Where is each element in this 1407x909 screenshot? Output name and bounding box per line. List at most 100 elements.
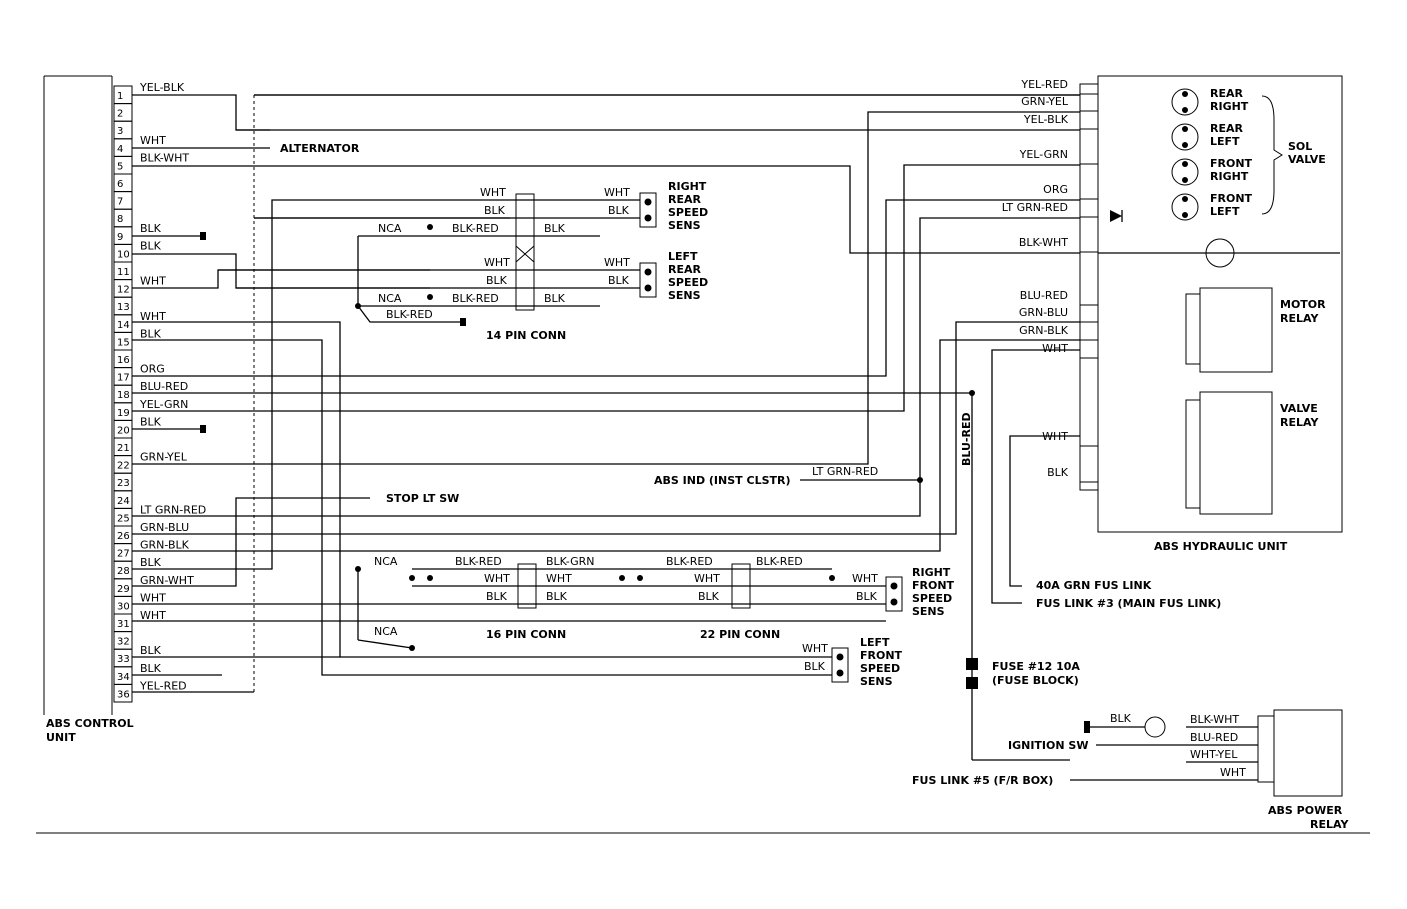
ecu-title-line1: ABS CONTROL	[46, 717, 134, 730]
rear-lower-wht: WHT	[484, 256, 510, 269]
front-r3-a: BLK	[486, 590, 508, 603]
pin-number: 27	[117, 549, 130, 560]
front-r3-d: BLK	[856, 590, 878, 603]
pin-number: 21	[117, 443, 130, 454]
hydraulic-wire-label: BLK	[1047, 466, 1069, 479]
ecu-wire-label: BLK	[140, 556, 162, 569]
hydraulic-wire-label: YEL-GRN	[1019, 148, 1068, 161]
hydraulic-wire-label: YEL-BLK	[1023, 113, 1069, 126]
hydraulic-wire-label: GRN-BLK	[1019, 324, 1069, 337]
lr-sensor-l4: SENS	[668, 289, 701, 302]
ecu-wire-label: BLK	[140, 415, 162, 428]
ecu-wire-label: BLK	[140, 644, 162, 657]
rf-sensor-l2: FRONT	[912, 579, 955, 592]
valve-relay-2: RELAY	[1280, 416, 1319, 429]
rr-sensor-l1: RIGHT	[668, 180, 707, 193]
power-relay-ground-wire: BLK	[1110, 712, 1132, 725]
rr-sensor-l2: REAR	[668, 193, 701, 206]
front-r3-c: BLK	[698, 590, 720, 603]
ecu-wire-label: LT GRN-RED	[140, 503, 206, 516]
front-r2-a: WHT	[484, 572, 510, 585]
power-relay-title-2: RELAY	[1310, 818, 1349, 831]
pin-number: 2	[117, 109, 123, 120]
rear-upper-wht2: WHT	[604, 186, 630, 199]
alternator-label: ALTERNATOR	[280, 142, 360, 155]
pin-number: 32	[117, 637, 130, 648]
ecu-wire-label: ORG	[140, 363, 165, 376]
pin-number: 18	[117, 390, 130, 401]
hydraulic-wire-label: GRN-YEL	[1021, 95, 1069, 108]
fus-link-40a-label: 40A GRN FUS LINK	[1036, 579, 1152, 592]
rf-sensor-l3: SPEED	[912, 592, 952, 605]
front-r1-c: BLK-RED	[666, 555, 713, 568]
pin16-conn-label: 16 PIN CONN	[486, 628, 566, 641]
pin-number: 5	[117, 161, 123, 172]
front-r1-d: BLK-RED	[756, 555, 803, 568]
pin-number: 23	[117, 478, 130, 489]
pin-number: 26	[117, 531, 130, 542]
motor-relay-1: MOTOR	[1280, 298, 1326, 311]
stop-lt-sw-label: STOP LT SW	[386, 492, 459, 505]
fus-link-3-label: FUS LINK #3 (MAIN FUS LINK)	[1036, 597, 1221, 610]
motor-relay-2: RELAY	[1280, 312, 1319, 325]
ecu-wire-label: YEL-BLK	[139, 81, 185, 94]
rr-sensor-l3: SPEED	[668, 206, 708, 219]
hydraulic-wire-label: BLU-RED	[1020, 289, 1068, 302]
pin-number: 10	[117, 249, 130, 260]
valve-rr-2: RIGHT	[1210, 100, 1249, 113]
pin-number: 16	[117, 355, 130, 366]
lr-sensor-l2: REAR	[668, 263, 701, 276]
rf-sensor-l1: RIGHT	[912, 566, 951, 579]
fuse12-line1: FUSE #12 10A	[992, 660, 1080, 673]
pin-number: 3	[117, 126, 123, 137]
rear-upper-blkred: BLK-RED	[452, 222, 499, 235]
pin-number: 11	[117, 267, 130, 278]
valve-fr-2: RIGHT	[1210, 170, 1249, 183]
blu-red-vertical-label: BLU-RED	[960, 412, 973, 466]
pin-number: 12	[117, 285, 130, 296]
fuse12-line2: (FUSE BLOCK)	[992, 674, 1079, 687]
right-rear-speed-sensor	[639, 192, 657, 228]
power-relay-w3: WHT-YEL	[1190, 748, 1238, 761]
front-r2-b: WHT	[546, 572, 572, 585]
hydraulic-wire-label: GRN-BLU	[1019, 306, 1068, 319]
pin-number: 19	[117, 408, 130, 419]
pin-box	[113, 683, 133, 703]
rear-upper-blk: BLK	[484, 204, 506, 217]
ecu-wire-label: GRN-WHT	[140, 574, 194, 587]
right-front-speed-sensor	[885, 576, 903, 612]
ecu-wire-label: GRN-BLU	[140, 521, 189, 534]
rear-upper-wht: WHT	[480, 186, 506, 199]
pin14-conn-label: 14 PIN CONN	[486, 329, 566, 342]
ecu-wire-label: BLK	[140, 222, 162, 235]
valve-fr-1: FRONT	[1210, 157, 1253, 170]
lf-sensor-l1: LEFT	[860, 636, 890, 649]
valve-rr-1: REAR	[1210, 87, 1243, 100]
front-left-wht: WHT	[802, 642, 828, 655]
lf-sensor-l3: SPEED	[860, 662, 900, 675]
pin22-conn-label: 22 PIN CONN	[700, 628, 780, 641]
rear-lower-blkred: BLK-RED	[452, 292, 499, 305]
abs-ind-label: ABS IND (INST CLSTR)	[654, 474, 791, 487]
ecu-wire-label: WHT	[140, 609, 166, 622]
rf-sensor-l4: SENS	[912, 605, 945, 618]
abs-ind-wire-label: LT GRN-RED	[812, 465, 878, 478]
ecu-wire-label: BLK-WHT	[140, 151, 189, 164]
pin-number: 36	[117, 689, 130, 700]
pin-number: 28	[117, 566, 130, 577]
rear-lower-blk2: BLK	[608, 274, 630, 287]
hydraulic-wire-label: ORG	[1043, 183, 1068, 196]
hydraulic-wire-label: WHT	[1042, 430, 1068, 443]
rear-sensor-wiring	[218, 193, 640, 326]
ecu-wire-label: WHT	[140, 134, 166, 147]
front-r3-b: BLK	[546, 590, 568, 603]
pin-number: 4	[117, 144, 123, 155]
ecu-wire-label: BLU-RED	[140, 380, 188, 393]
hydraulic-wire-label: LT GRN-RED	[1002, 201, 1068, 214]
lf-sensor-l4: SENS	[860, 675, 893, 688]
rear-lower-blk: BLK	[486, 274, 508, 287]
ecu-wire-label: YEL-RED	[139, 679, 187, 692]
sol-valve-1: SOL	[1288, 140, 1312, 153]
fus-link-5-label: FUS LINK #5 (F/R BOX)	[912, 774, 1053, 787]
